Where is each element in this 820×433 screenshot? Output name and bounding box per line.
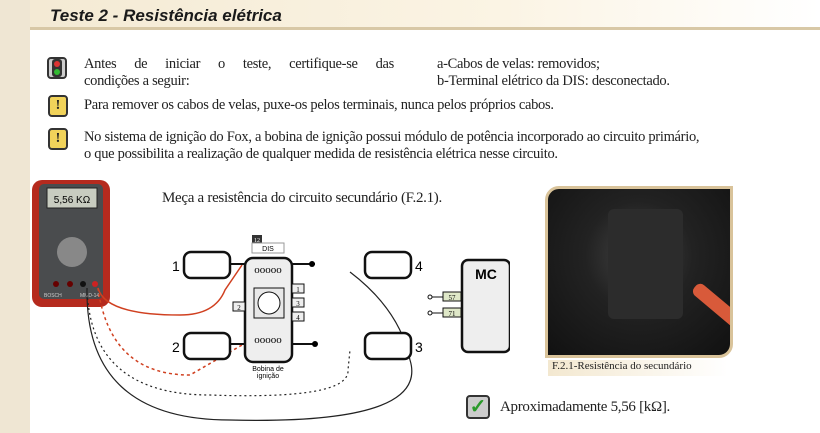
circuit-diagram: 5,56 KΩ BOSCH MMD-14 ooooo ooooo 12 DIS …: [32, 180, 510, 421]
dis-label: DIS: [262, 246, 274, 253]
warning-2-line-1: No sistema de ignição do Fox, a bobina d…: [84, 129, 700, 145]
plug-number: 3: [415, 339, 423, 355]
coil-photo: [545, 186, 733, 358]
warning-1: Para remover os cabos de velas, puxe-os …: [84, 97, 554, 113]
mc-label: MC: [475, 266, 497, 282]
coil-pin: 3: [296, 300, 300, 308]
intro-line-1: Antes de iniciar o teste, certifique-se …: [84, 56, 394, 72]
result-text: Aproximadamente 5,56 [kΩ].: [500, 399, 670, 415]
title-bar: [30, 0, 820, 30]
plug-number: 1: [172, 258, 180, 274]
multimeter-model: MMD-14: [80, 293, 99, 299]
condition-a: a-Cabos de velas: removidos;: [437, 56, 600, 72]
coil-pin: 2: [237, 304, 241, 312]
page-title: Teste 2 - Resistência elétrica: [50, 6, 282, 25]
multimeter-display: 5,56 KΩ: [54, 195, 91, 206]
connector-number: 12: [254, 238, 260, 244]
coil-label: ignição: [257, 373, 279, 380]
svg-text:ooooo: ooooo: [254, 334, 282, 346]
warning-2-line-2: o que possibilita a realização de qualqu…: [84, 146, 558, 162]
coil-label: Bobina de: [252, 366, 284, 373]
coil-pin: 1: [296, 286, 300, 294]
multimeter: 5,56 KΩ BOSCH MMD-14: [32, 180, 110, 307]
svg-text:ooooo: ooooo: [254, 264, 282, 276]
warning-icon: !: [48, 128, 68, 150]
traffic-light-icon: [47, 57, 67, 79]
plug-number: 2: [172, 339, 180, 355]
left-margin-strip: [0, 0, 30, 433]
instruction: Meça a resistência do circuito secundári…: [162, 190, 442, 206]
spark-plugs: 1 2 3 4: [172, 250, 423, 361]
checkmark-icon: ✓: [466, 395, 490, 419]
coil-pin: 4: [296, 314, 300, 322]
mc-pin: 57: [449, 294, 457, 302]
condition-b: b-Terminal elétrico da DIS: desconectado…: [437, 73, 670, 89]
warning-icon: !: [48, 95, 68, 117]
ignition-coil: ooooo ooooo 12 DIS Bobina de ignição 1 3…: [217, 235, 318, 380]
mc-pin: 71: [449, 310, 457, 318]
plug-number: 4: [415, 258, 423, 274]
photo-caption: F.2.1-Resistência do secundário: [548, 360, 728, 376]
intro-line-2: condições a seguir:: [84, 73, 190, 89]
multimeter-brand: BOSCH: [44, 293, 62, 299]
control-module: MC 57 71: [427, 258, 510, 354]
